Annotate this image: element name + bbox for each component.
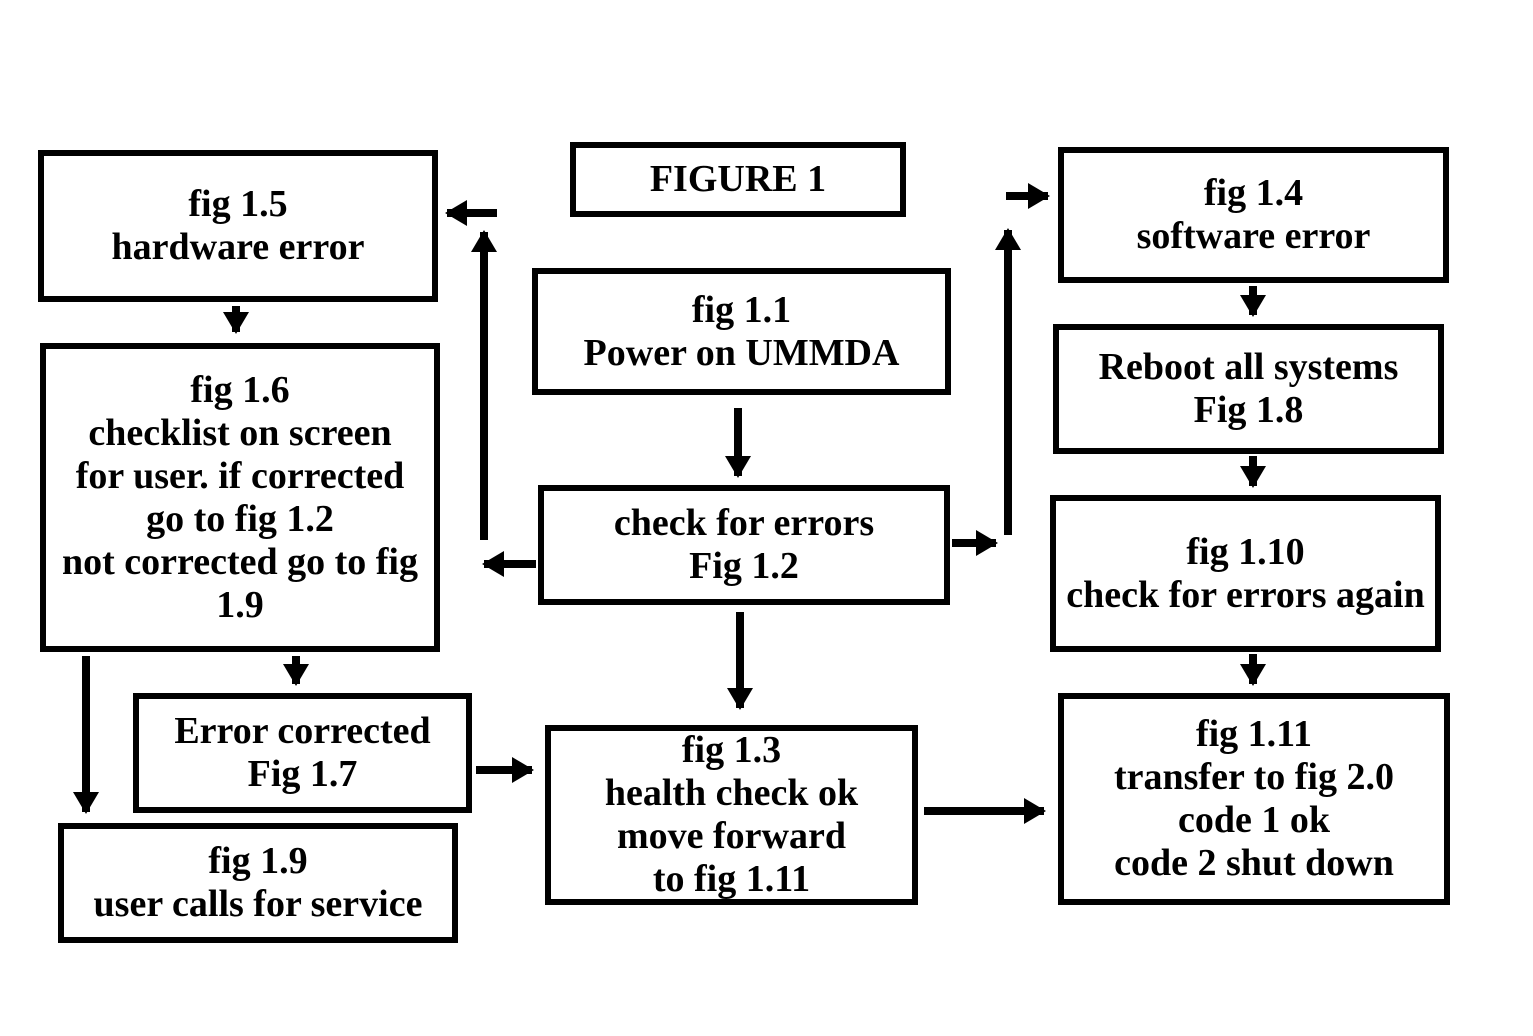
node-text-line: to fig 1.11	[652, 858, 811, 900]
node-text-line: FIGURE 1	[649, 158, 827, 200]
node-text-line: software error	[1136, 215, 1371, 257]
node-text-line: move forward	[617, 815, 846, 857]
node-text-line: not corrected go to fig	[62, 540, 418, 583]
node-text-line: 1.9	[216, 583, 264, 626]
node-text-line: for user. if corrected	[75, 454, 405, 497]
node-text-line: Fig 1.2	[689, 545, 799, 587]
node-fig-1-2: check for errors Fig 1.2	[538, 485, 950, 605]
node-fig-1-10: fig 1.10 check for errors again	[1050, 495, 1441, 652]
node-text-line: fig 1.3	[681, 729, 782, 771]
node-fig-1-9: fig 1.9 user calls for service	[58, 823, 458, 943]
node-text-line: check for errors	[613, 502, 875, 544]
node-text-line: user calls for service	[93, 883, 423, 925]
node-fig-1-3: fig 1.3 health check ok move forward to …	[545, 725, 918, 905]
node-text-line: hardware error	[111, 226, 365, 268]
node-fig-1-11: fig 1.11 transfer to fig 2.0 code 1 ok c…	[1058, 693, 1450, 905]
node-fig-1-6: fig 1.6 checklist on screen for user. if…	[40, 343, 440, 652]
node-text-line: code 1 ok	[1178, 799, 1330, 841]
node-figure-title: FIGURE 1	[570, 142, 906, 217]
node-text-line: fig 1.11	[1195, 713, 1313, 755]
node-text-line: transfer to fig 2.0	[1113, 756, 1394, 798]
node-fig-1-8: Reboot all systems Fig 1.8	[1053, 324, 1444, 454]
node-text-line: code 2 shut down	[1114, 842, 1394, 884]
node-text-line: check for errors again	[1066, 573, 1425, 616]
node-text-line: fig 1.1	[691, 288, 792, 331]
node-text-line: fig 1.5	[188, 183, 288, 225]
node-fig-1-5: fig 1.5 hardware error	[38, 150, 438, 302]
node-text-line: checklist on screen	[88, 411, 392, 454]
node-text-line: Error corrected	[174, 710, 431, 752]
node-fig-1-4: fig 1.4 software error	[1058, 147, 1449, 283]
node-text-line: fig 1.10	[1186, 530, 1305, 573]
node-text-line: fig 1.6	[190, 368, 290, 411]
node-text-line: fig 1.4	[1203, 172, 1304, 214]
node-text-line: go to fig 1.2	[146, 497, 334, 540]
node-text-line: Fig 1.7	[247, 753, 358, 795]
node-text-line: Reboot all systems	[1098, 346, 1399, 388]
node-fig-1-1: fig 1.1 Power on UMMDA	[532, 268, 951, 395]
node-text-line: fig 1.9	[208, 840, 308, 882]
node-text-line: Power on UMMDA	[583, 331, 900, 374]
node-text-line: Fig 1.8	[1193, 389, 1304, 431]
node-fig-1-7: Error corrected Fig 1.7	[133, 693, 472, 813]
node-text-line: health check ok	[604, 772, 859, 814]
